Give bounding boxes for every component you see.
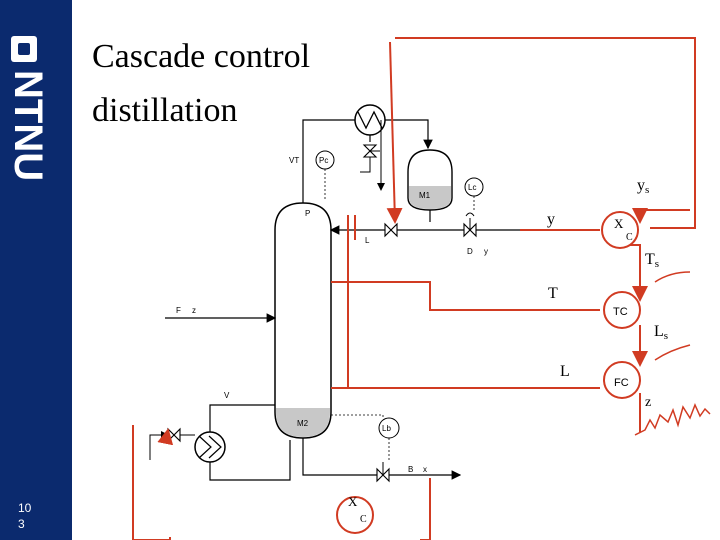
slide-number: 10 3 bbox=[18, 500, 58, 532]
m2-small-label: M2 bbox=[297, 419, 309, 428]
column-bottom-liquid bbox=[276, 408, 330, 437]
y-label: y bbox=[547, 211, 555, 228]
vapour-line bbox=[302, 119, 355, 203]
z-label: z bbox=[645, 395, 651, 410]
ts-label: Ts bbox=[645, 251, 659, 270]
sidebar: NTNU 10 3 bbox=[0, 0, 72, 540]
distillate-valve bbox=[463, 212, 477, 238]
tc-label: TC bbox=[613, 306, 628, 318]
m1-small-label: M1 bbox=[419, 191, 431, 200]
steam-valve bbox=[167, 427, 181, 443]
title-line-1: Cascade control bbox=[92, 38, 311, 75]
vt-valve bbox=[362, 144, 380, 158]
t-label: T bbox=[548, 285, 558, 302]
bottoms-valve bbox=[376, 462, 390, 483]
fc-label: FC bbox=[614, 377, 629, 389]
reflux-drum bbox=[407, 149, 453, 211]
pc-small-label: Pc bbox=[319, 156, 328, 165]
ys-label: ys bbox=[637, 177, 649, 196]
ls-setpoint-curve bbox=[654, 344, 691, 361]
condensate-line bbox=[385, 119, 433, 150]
ts-setpoint-curve bbox=[654, 271, 691, 283]
slide-title: Cascade control distillation bbox=[92, 30, 352, 138]
ntnu-logo-icon bbox=[11, 36, 37, 62]
lb-signal bbox=[331, 414, 384, 418]
title-line-2: distillation bbox=[92, 92, 238, 129]
tc-controller bbox=[603, 291, 641, 329]
f-small-label: F bbox=[176, 306, 181, 315]
bottoms-line bbox=[302, 438, 462, 480]
ntnu-logo-text: NTNU bbox=[6, 70, 50, 182]
t-measurement-line bbox=[331, 281, 600, 311]
slide-number-line1: 10 bbox=[18, 501, 32, 515]
p-small-label: P bbox=[305, 209, 310, 218]
slide-number-line2: 3 bbox=[18, 517, 25, 531]
vt-line bbox=[360, 157, 371, 173]
control-loops bbox=[132, 37, 696, 540]
bottom-xc-controller bbox=[336, 496, 374, 534]
d-small-label: D bbox=[467, 247, 473, 256]
lb-small-label: Lb bbox=[382, 424, 391, 433]
bottom-xc-label-x: X bbox=[348, 494, 358, 509]
fc-controller bbox=[603, 361, 641, 399]
b-small-label: B bbox=[408, 465, 413, 474]
bottom-xc-label-c: C bbox=[360, 514, 367, 525]
xc-label-c: C bbox=[626, 232, 633, 243]
steam-line bbox=[149, 431, 169, 460]
z-disturbance-signal bbox=[634, 403, 711, 436]
l-label: L bbox=[560, 363, 570, 380]
reboiler-feed-line bbox=[209, 440, 291, 481]
xc-to-reflux-valve-line bbox=[386, 41, 403, 224]
xc-label-x: X bbox=[614, 216, 624, 231]
v-small-label: V bbox=[224, 391, 230, 400]
xc-controller bbox=[601, 211, 639, 249]
top-feedback-line bbox=[395, 37, 696, 229]
z-small-label: z bbox=[192, 306, 196, 315]
x-small-label: x bbox=[423, 465, 427, 474]
lc-small-label: Lc bbox=[468, 183, 476, 192]
distillation-column bbox=[274, 202, 332, 439]
vt-small-label: VT bbox=[289, 156, 299, 165]
xc-to-tc-line bbox=[620, 244, 641, 290]
steam-control-line bbox=[132, 425, 171, 540]
ls-label: Ls bbox=[654, 323, 668, 342]
reboiler bbox=[194, 431, 226, 463]
bottom-xc-line bbox=[420, 478, 431, 540]
boilup-line bbox=[209, 404, 275, 432]
reflux-valve bbox=[384, 222, 398, 238]
y-small-label: y bbox=[484, 247, 488, 256]
l-reflux-small-label: L bbox=[365, 236, 370, 245]
